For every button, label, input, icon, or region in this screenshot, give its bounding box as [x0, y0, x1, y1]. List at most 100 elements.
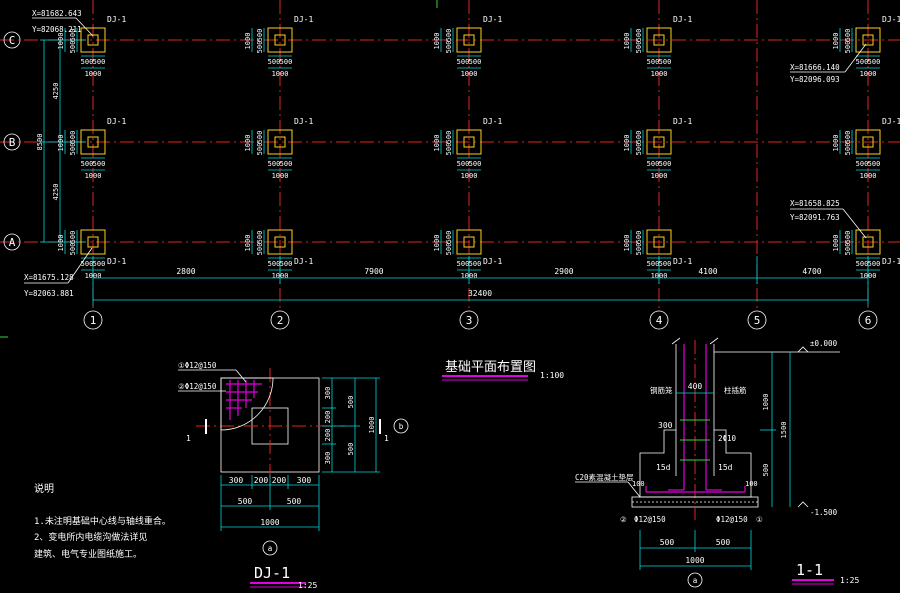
- coord-c6-x: X=81666.140: [790, 63, 840, 72]
- span-dim-2-3: 7900: [364, 267, 383, 276]
- row-axis-b: B: [9, 136, 16, 149]
- footing-r0-c1-column: [274, 34, 286, 46]
- detail-bottom-500a: 500: [238, 497, 253, 506]
- footing-r1-c1-column: [274, 136, 286, 148]
- total-dim: 32400: [468, 289, 492, 298]
- detail-right-300a: 300: [324, 387, 332, 400]
- coord-c6-y: Y=82096.093: [790, 75, 840, 84]
- detail-right-500a: 500: [347, 396, 355, 409]
- footing-r1-c4-tag: DJ-1: [882, 117, 900, 126]
- footing-r2-c0-dim-l: 500: [81, 260, 94, 268]
- footing-r1-c2: [456, 129, 482, 155]
- footing-r2-c3-tag: DJ-1: [673, 257, 692, 266]
- detail-axis-b: b: [399, 422, 404, 431]
- footing-r2-c4: [855, 229, 881, 255]
- detail-right-500b: 500: [347, 443, 355, 456]
- footing-r1-c0-vdim-a: 500: [69, 131, 77, 144]
- footing-r1-c1-dim-r: 500: [280, 160, 293, 168]
- footing-r2-c2-vdim-a: 500: [445, 231, 453, 244]
- footing-r0-c4-dim-total: 1000: [860, 70, 877, 78]
- footing-r0-c2-vdim-b: 500: [445, 41, 453, 54]
- footing-r0-c1-dim-l: 500: [268, 58, 281, 66]
- cut-mark-right: 1: [384, 434, 389, 443]
- footing-r0-c4-column: [862, 34, 874, 46]
- footing-r2-c1-dim-l: 500: [268, 260, 281, 268]
- section-dim-100b: 100: [745, 480, 758, 488]
- section-15d-left: 15d: [656, 463, 671, 472]
- footing-r1-c3-vdim-total: 1000: [623, 135, 631, 152]
- footing-r0-c0-dim-r: 500: [93, 58, 106, 66]
- detail-right-200a: 200: [324, 411, 332, 424]
- notes-line-2: 2、变电所内电缆沟做法详见: [34, 531, 147, 543]
- footing-r2-c0-tag: DJ-1: [107, 257, 126, 266]
- col-axis-4: 4: [656, 314, 663, 327]
- footing-r0-c3-vdim-b: 500: [635, 41, 643, 54]
- footing-r2-c1: [267, 229, 293, 255]
- detail-right-300b: 300: [324, 452, 332, 465]
- footing-r1-c2-tag: DJ-1: [483, 117, 502, 126]
- footing-r2-c3-vdim-total: 1000: [623, 235, 631, 252]
- footing-r2-c1-vdim-a: 500: [256, 231, 264, 244]
- footing-r2-c4-column: [862, 236, 874, 248]
- footing-r0-c3-dim-l: 500: [647, 58, 660, 66]
- section-dim-100a: 100: [632, 480, 645, 488]
- footing-r1-c3: [646, 129, 672, 155]
- cut-mark-left: 1: [186, 434, 191, 443]
- section-base-note: C20素混凝土垫层: [575, 472, 634, 482]
- dim-8500: 8500: [36, 134, 44, 151]
- footing-r2-c0-dim-r: 500: [93, 260, 106, 268]
- detail-bottom-200a: 200: [254, 476, 269, 485]
- detail-bottom-500b: 500: [287, 497, 302, 506]
- footing-r0-c3-dim-total: 1000: [651, 70, 668, 78]
- footing-r1-c4-dim-r: 500: [868, 160, 881, 168]
- coord-a6-y: Y=82091.763: [790, 213, 840, 222]
- footing-r2-c3: [646, 229, 672, 255]
- footing-r0-c2-dim-r: 500: [469, 58, 482, 66]
- section-dim-300: 300: [658, 421, 673, 430]
- section-dim-500v: 500: [762, 464, 770, 477]
- footing-r0-c3-column: [653, 34, 665, 46]
- detail-scale: 1:25: [298, 581, 317, 590]
- detail-title: DJ-1: [254, 564, 290, 582]
- footing-r1-c2-dim-total: 1000: [461, 172, 478, 180]
- col-axis-2: 2: [277, 314, 284, 327]
- section-dim-1000v: 1000: [762, 394, 770, 411]
- footing-r0-c0-tag: DJ-1: [107, 15, 126, 24]
- span-dim-1-2: 2800: [176, 267, 195, 276]
- detail-rebar-1: ①Φ12@150: [178, 361, 217, 370]
- footing-r0-c1-tag: DJ-1: [294, 15, 313, 24]
- footing-r2-c1-vdim-total: 1000: [244, 235, 252, 252]
- footing-r1-c4-dim-l: 500: [856, 160, 869, 168]
- footing-r0-c0: [80, 27, 106, 53]
- col-axis-3: 3: [466, 314, 473, 327]
- footing-r2-c2-vdim-total: 1000: [433, 235, 441, 252]
- left-dimension-chain: 4250 8500 4250: [36, 39, 86, 243]
- footing-r0-c2-vdim-total: 1000: [433, 33, 441, 50]
- footing-r0-c0-vdim-a: 500: [69, 29, 77, 42]
- footing-r1-c0: [80, 129, 106, 155]
- footing-r2-c2: [456, 229, 482, 255]
- coord-a1-y: Y=82063.881: [24, 289, 74, 298]
- footing-r1-c2-column: [463, 136, 475, 148]
- section-dim-500b: 500: [716, 538, 731, 547]
- section-rebar-right: Φ12@150: [716, 515, 748, 524]
- footing-r2-c2-dim-l: 500: [457, 260, 470, 268]
- footing-r0-c0-dim-l: 500: [81, 58, 94, 66]
- footing-r1-c3-dim-r: 500: [659, 160, 672, 168]
- col-axis-5: 5: [754, 314, 761, 327]
- footing-r1-c4-column: [862, 136, 874, 148]
- footing-r2-c1-dim-r: 500: [280, 260, 293, 268]
- footing-r0-c3-vdim-a: 500: [635, 29, 643, 42]
- section-label-left: 钢筋笼: [650, 385, 673, 395]
- footing-r1-c0-vdim-b: 500: [69, 143, 77, 156]
- notes-heading: 说明: [34, 482, 54, 495]
- footing-r0-c2: [456, 27, 482, 53]
- footing-r1-c1: [267, 129, 293, 155]
- footing-r0-c4-vdim-b: 500: [844, 41, 852, 54]
- footing-r1-c4-vdim-b: 500: [844, 143, 852, 156]
- footing-r1-c0-dim-total: 1000: [85, 172, 102, 180]
- footing-r1-c0-dim-l: 500: [81, 160, 94, 168]
- footing-r2-c0-vdim-b: 500: [69, 243, 77, 256]
- coordinate-annotations: X=81682.643 Y=82068.211 X=81666.140 Y=82…: [24, 9, 867, 298]
